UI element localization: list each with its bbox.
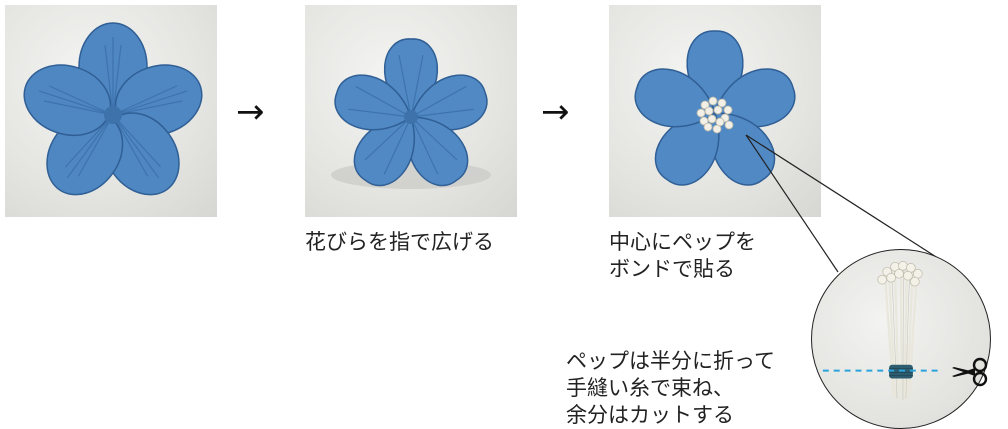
step-3-caption-line-1: 中心にペップを bbox=[609, 230, 756, 254]
opened-flower-illustration bbox=[331, 38, 491, 189]
step-3-caption: 中心にペップを ボンドで貼る bbox=[609, 229, 756, 283]
detail-caption-line-2: 手縫い糸で束ね、 bbox=[566, 376, 734, 400]
scissors-icon bbox=[952, 357, 988, 387]
flat-flower-illustration bbox=[23, 22, 203, 196]
step-arrow-2: → bbox=[541, 92, 570, 132]
stamen-bundle-illustration bbox=[812, 261, 943, 402]
stamen-bundle-zoom bbox=[811, 249, 991, 429]
detail-caption: ペップは半分に折って 手縫い糸で束ね、 余分はカットする bbox=[566, 348, 775, 429]
step-arrow-1: → bbox=[236, 92, 265, 132]
step-2-caption: 花びらを指で広げる bbox=[305, 229, 494, 256]
detail-caption-line-3: 余分はカットする bbox=[566, 403, 734, 427]
flower-photo-flat bbox=[5, 5, 217, 217]
flower-photo-opened bbox=[305, 5, 517, 217]
flower-photo-with-stamens bbox=[609, 5, 821, 217]
step-3-caption-line-2: ボンドで貼る bbox=[609, 257, 735, 281]
stamen-flower-illustration bbox=[634, 30, 796, 186]
detail-caption-line-1: ペップは半分に折って bbox=[566, 349, 775, 373]
step-2-caption-line: 花びらを指で広げる bbox=[305, 230, 494, 254]
